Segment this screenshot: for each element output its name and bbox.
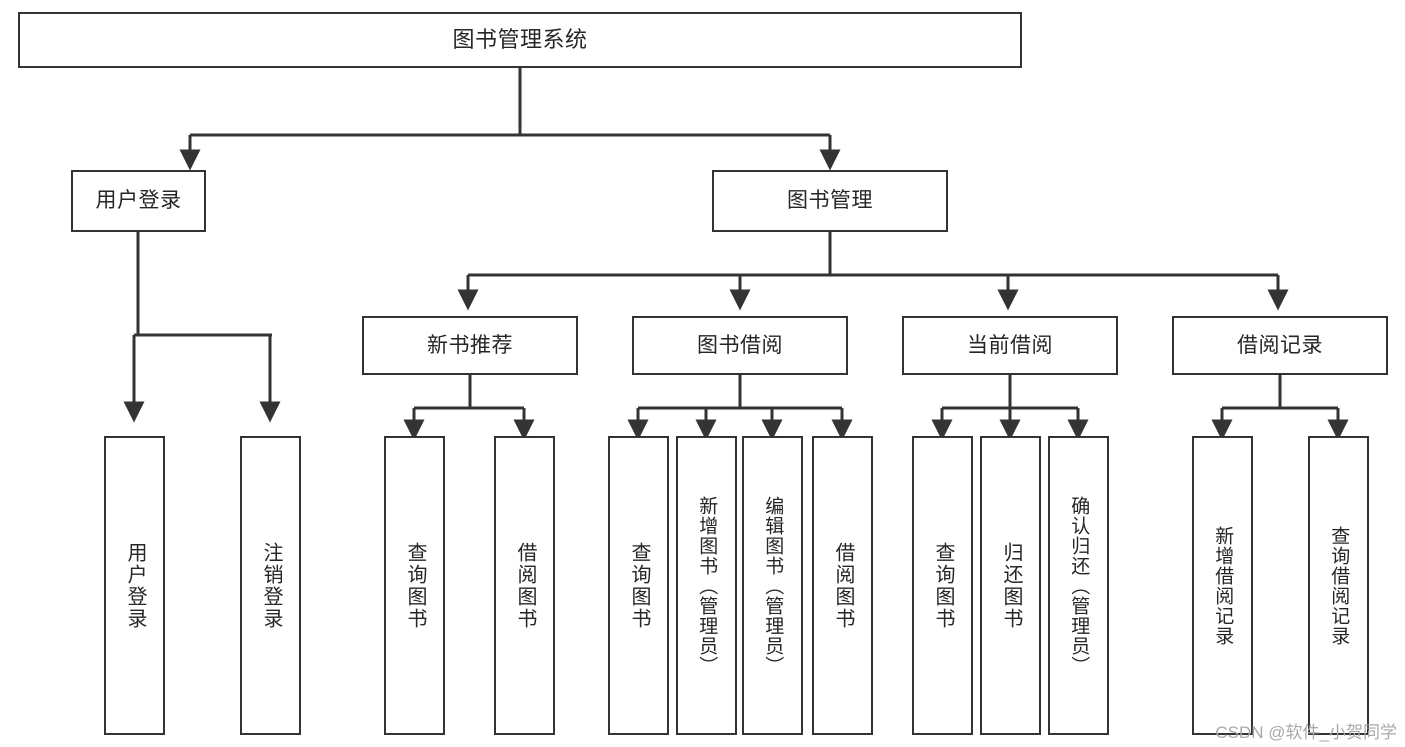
node-leaf-return-book[interactable]: 归还图书	[980, 436, 1041, 735]
node-label: 新增图书（管理员）	[696, 495, 718, 676]
node-label: 查询图书	[628, 541, 650, 630]
node-label: 归还图书	[1000, 541, 1022, 630]
node-leaf-add-book[interactable]: 新增图书（管理员）	[676, 436, 737, 735]
node-leaf-user-login[interactable]: 用户登录	[104, 436, 165, 735]
node-new-book-recommend[interactable]: 新书推荐	[362, 316, 578, 375]
node-label: 新增借阅记录	[1212, 525, 1234, 646]
node-label: 查询图书	[404, 541, 426, 630]
node-leaf-query-book-3[interactable]: 查询图书	[912, 436, 973, 735]
node-leaf-add-record[interactable]: 新增借阅记录	[1192, 436, 1253, 735]
node-label: 图书管理	[787, 189, 873, 213]
watermark-text: CSDN @软件_小贺同学	[1215, 723, 1397, 742]
node-book-management[interactable]: 图书管理	[712, 170, 948, 232]
node-leaf-logout-login[interactable]: 注销登录	[240, 436, 301, 735]
node-label: 确认归还（管理员）	[1068, 495, 1090, 676]
node-book-borrow[interactable]: 图书借阅	[632, 316, 848, 375]
node-label: 查询图书	[932, 541, 954, 630]
node-leaf-query-book-2[interactable]: 查询图书	[608, 436, 669, 735]
node-label: 编辑图书（管理员）	[762, 495, 784, 676]
node-user-login[interactable]: 用户登录	[71, 170, 206, 232]
node-leaf-query-book-1[interactable]: 查询图书	[384, 436, 445, 735]
node-leaf-query-record[interactable]: 查询借阅记录	[1308, 436, 1369, 735]
node-label: 用户登录	[95, 189, 182, 213]
node-current-borrow[interactable]: 当前借阅	[902, 316, 1118, 375]
node-label: 借阅记录	[1237, 333, 1323, 357]
node-leaf-confirm-return[interactable]: 确认归还（管理员）	[1048, 436, 1109, 735]
node-leaf-borrow-book-2[interactable]: 借阅图书	[812, 436, 873, 735]
node-label: 用户登录	[124, 541, 146, 630]
node-root-system[interactable]: 图书管理系统	[18, 12, 1022, 68]
node-leaf-edit-book[interactable]: 编辑图书（管理员）	[742, 436, 803, 735]
node-label: 借阅图书	[832, 541, 854, 630]
node-label: 图书管理系统	[452, 26, 588, 52]
node-label: 图书借阅	[697, 333, 783, 357]
node-label: 注销登录	[260, 541, 282, 630]
node-label: 当前借阅	[967, 333, 1053, 357]
node-label: 借阅图书	[514, 541, 536, 630]
node-label: 新书推荐	[427, 333, 513, 357]
node-label: 查询借阅记录	[1328, 525, 1350, 646]
node-leaf-borrow-book-1[interactable]: 借阅图书	[494, 436, 555, 735]
node-borrow-record[interactable]: 借阅记录	[1172, 316, 1388, 375]
